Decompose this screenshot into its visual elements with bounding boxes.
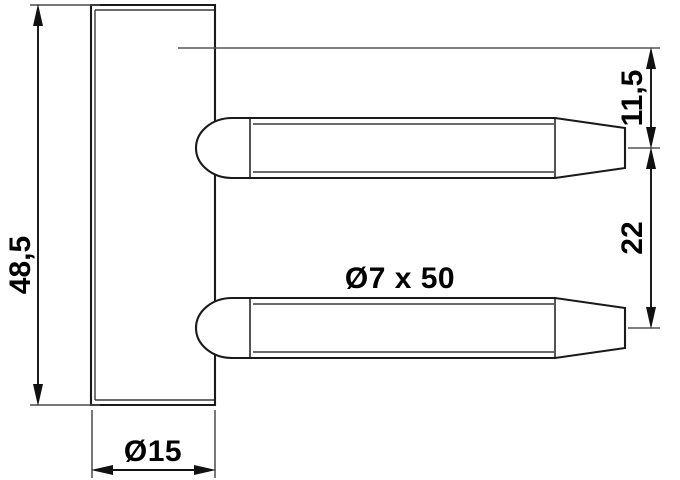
dimension-pin-spacing: 22 — [616, 147, 656, 329]
plate-outline — [89, 3, 217, 407]
annotation-pin-spec: Ø7 x 50 — [345, 262, 455, 295]
pin-spacing-dimension-label: 22 — [616, 221, 649, 254]
pin-spec-label: Ø7 x 50 — [345, 262, 455, 295]
top-gap-dimension-label: 11,5 — [616, 70, 649, 127]
top-gap-arrow-top — [646, 47, 656, 69]
pin-spacing-arrow-top — [646, 147, 656, 169]
mounting-plate — [89, 3, 217, 407]
top-gap-arrow-bottom — [646, 127, 656, 149]
reference-lines — [30, 4, 660, 478]
width-arrow-right — [194, 465, 216, 475]
pin-spacing-arrow-bottom — [646, 307, 656, 329]
dimension-plate-width: Ø15 — [91, 435, 216, 475]
height-arrow-top — [33, 4, 43, 26]
lower-dowel-pin — [195, 296, 627, 360]
height-dimension-label: 48,5 — [4, 236, 37, 294]
upper-pin-outline — [195, 116, 627, 180]
upper-dowel-pin — [195, 116, 627, 180]
width-dimension-label: Ø15 — [124, 435, 182, 468]
height-arrow-bottom — [33, 384, 43, 406]
lower-pin-outline — [195, 296, 627, 360]
dimension-overall-height: 48,5 — [4, 4, 43, 406]
width-arrow-left — [91, 465, 113, 475]
dimension-top-to-upper-pin: 11,5 — [616, 47, 656, 149]
